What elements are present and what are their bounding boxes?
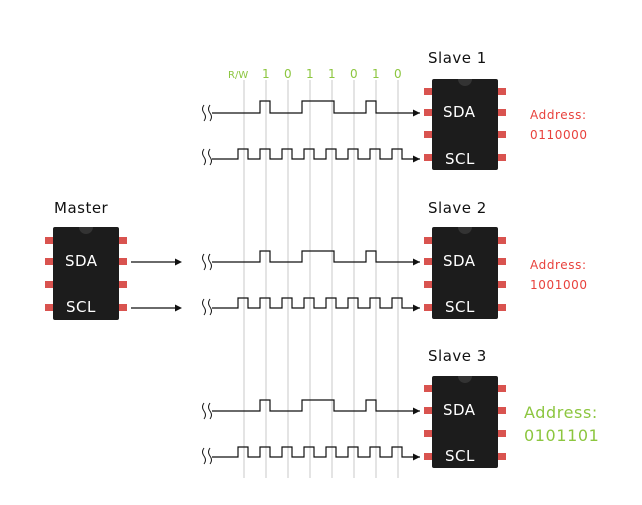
chip-pin	[117, 237, 127, 244]
chip-pin	[496, 109, 506, 116]
chip-pin	[424, 430, 434, 437]
sda-pin-label: SDA	[65, 252, 98, 270]
sda-waveform	[212, 100, 420, 114]
chip-pin	[496, 237, 506, 244]
bit-label: 1	[262, 67, 270, 81]
scl-pin-label: SCL	[66, 298, 96, 316]
master-chip: SDA SCL	[45, 227, 127, 320]
break-squiggle-icon	[202, 298, 212, 316]
break-squiggle-icon	[202, 447, 212, 465]
chip-pin	[424, 385, 434, 392]
rw-label: R/W	[228, 70, 248, 81]
chip-body	[53, 227, 119, 320]
arrow-head-icon	[413, 407, 420, 415]
chip-body	[432, 376, 498, 468]
chip-pin	[496, 407, 506, 414]
chip-pin	[45, 258, 55, 265]
chip-pin	[117, 258, 127, 265]
address-value: 0101101	[524, 426, 599, 445]
slave-chip: SDA SCL	[424, 376, 506, 468]
chip-pin	[496, 258, 506, 265]
chip-pin	[496, 304, 506, 311]
sda-pin-label: SDA	[443, 401, 476, 419]
chip-pin	[117, 304, 127, 311]
chip-pin	[424, 453, 434, 460]
bit-label: 0	[284, 67, 292, 81]
arrow-head-icon	[175, 304, 182, 312]
chip-pin	[496, 154, 506, 161]
chip-pin	[496, 385, 506, 392]
address-label: Address:	[530, 108, 587, 122]
arrow-head-icon	[413, 304, 420, 312]
chip-body	[432, 227, 498, 319]
chip-pin	[45, 304, 55, 311]
chip-pin	[117, 281, 127, 288]
slave-2: Slave 2 SDA SCL Address: 1001000	[202, 199, 588, 319]
chip-pin	[45, 281, 55, 288]
break-squiggle-icon	[202, 402, 212, 420]
chip-pin	[424, 88, 434, 95]
master: Master SDA SCL	[45, 199, 182, 320]
chip-pin	[496, 453, 506, 460]
slave-chip: SDA SCL	[424, 227, 506, 319]
chip-notch-icon	[458, 227, 472, 234]
chip-pin	[45, 237, 55, 244]
arrow-head-icon	[175, 258, 182, 266]
scl-waveform	[212, 446, 420, 458]
arrow-head-icon	[413, 109, 420, 117]
address-label: Address:	[530, 258, 587, 272]
chip-pin	[424, 237, 434, 244]
chip-notch-icon	[458, 79, 472, 86]
arrow-head-icon	[413, 453, 420, 461]
chip-notch-icon	[458, 376, 472, 383]
slave-1: Slave 1 SDA SCL Address: 0110000	[202, 49, 588, 170]
chip-body	[432, 79, 498, 170]
bit-label: 0	[394, 67, 402, 81]
address-value: 1001000	[530, 278, 588, 292]
scl-waveform	[212, 148, 420, 160]
arrow-head-icon	[413, 155, 420, 163]
scl-pin-label: SCL	[445, 150, 475, 168]
break-squiggle-icon	[202, 148, 212, 166]
chip-pin	[424, 407, 434, 414]
chip-pin	[424, 304, 434, 311]
chip-pin	[496, 281, 506, 288]
scl-pin-label: SCL	[445, 298, 475, 316]
address-value: 0110000	[530, 128, 588, 142]
master-title: Master	[54, 199, 109, 217]
slave-chip: SDA SCL	[424, 79, 506, 170]
slave-title: Slave 2	[428, 199, 487, 217]
sda-pin-label: SDA	[443, 103, 476, 121]
bit-header: R/W 1 0 1 1 0 1 0	[228, 67, 402, 81]
bit-label: 1	[328, 67, 336, 81]
break-squiggle-icon	[202, 104, 212, 122]
chip-pin	[424, 109, 434, 116]
address-label: Address:	[524, 403, 598, 422]
scl-waveform	[212, 297, 420, 309]
chip-pin	[424, 154, 434, 161]
chip-pin	[496, 88, 506, 95]
slave-title: Slave 1	[428, 49, 487, 67]
chip-notch-icon	[79, 227, 93, 234]
chip-pin	[424, 281, 434, 288]
arrow-head-icon	[413, 258, 420, 266]
slave-title: Slave 3	[428, 347, 487, 365]
chip-pin	[496, 430, 506, 437]
chip-pin	[424, 131, 434, 138]
bit-guides	[243, 80, 399, 478]
sda-pin-label: SDA	[443, 252, 476, 270]
chip-pin	[424, 258, 434, 265]
chip-pin	[496, 131, 506, 138]
bit-label: 1	[372, 67, 380, 81]
sda-waveform	[212, 399, 420, 412]
bit-label: 1	[306, 67, 314, 81]
slave-3: Slave 3 SDA SCL Address: 0101101	[202, 347, 599, 468]
scl-pin-label: SCL	[445, 447, 475, 465]
sda-waveform	[212, 250, 420, 263]
break-squiggle-icon	[202, 253, 212, 271]
bit-label: 0	[350, 67, 358, 81]
